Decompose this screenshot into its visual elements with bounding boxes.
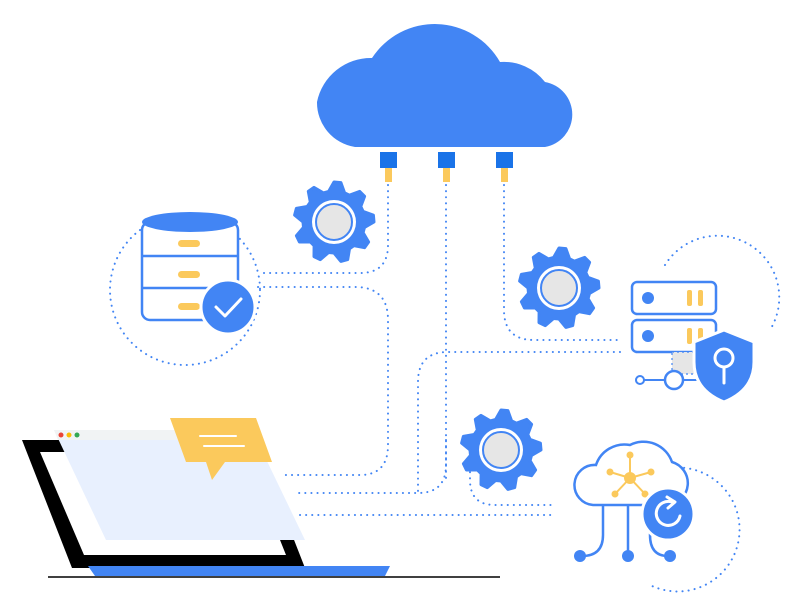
server-halo (664, 234, 781, 331)
connector-middle-laptop (294, 439, 447, 494)
refresh-icon (640, 486, 696, 542)
cloud-plugs (380, 152, 513, 182)
network-halo (649, 466, 741, 593)
maximize-dot (74, 432, 80, 438)
plug-left (380, 152, 397, 168)
plug-right (496, 152, 513, 168)
shield-keyhole-icon (692, 328, 756, 404)
gear-icon (518, 246, 601, 329)
connector-db-laptop (257, 286, 389, 476)
plug-middle (438, 152, 455, 168)
gear-icon (293, 180, 376, 263)
close-dot (58, 432, 64, 438)
cloud-icon (316, 24, 573, 147)
checkmark-icon (199, 278, 257, 336)
minimize-dot (66, 432, 72, 438)
gear-icon (460, 408, 543, 491)
message-bubble-icon (170, 418, 272, 480)
gears (293, 180, 601, 491)
connector-server (417, 351, 621, 493)
connector-network (469, 459, 556, 506)
